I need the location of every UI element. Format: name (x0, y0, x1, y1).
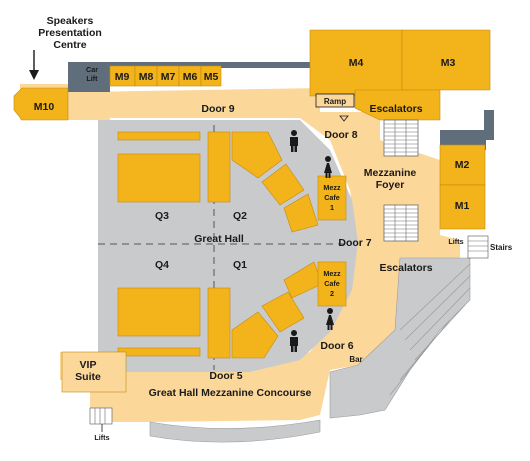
ramp-lines (389, 263, 471, 396)
rooms (13, 29, 491, 393)
label-stairs: Stairs (490, 243, 513, 252)
room-q4-a (117, 287, 201, 337)
label-mezz-cafe-2b: Cafe (324, 279, 340, 288)
label-q2: Q2 (233, 210, 247, 222)
label-great-hall: Great Hall (194, 233, 244, 245)
label-m2: M2 (455, 159, 470, 171)
seating-upper-1 (231, 131, 283, 179)
label-door-7: Door 7 (338, 237, 371, 249)
label-m3: M3 (441, 57, 456, 69)
male-toilet-icon (290, 330, 298, 352)
label-door-5: Door 5 (209, 370, 242, 382)
room-q2-block-a (207, 131, 231, 203)
label-ramp: Ramp (324, 97, 346, 106)
female-toilet-icon (326, 308, 334, 330)
label-lift: Lift (86, 74, 98, 83)
label-m9: M9 (115, 71, 130, 83)
seating-lower-3 (231, 311, 279, 359)
label-m8: M8 (139, 71, 154, 83)
label-lifts-bottom: Lifts (94, 433, 109, 442)
label-speakers-1: Speakers (47, 15, 94, 27)
direction-arrow-icon (29, 50, 39, 80)
label-door-9: Door 9 (201, 103, 234, 115)
label-foyer: Foyer (376, 179, 405, 191)
right-structure (329, 257, 471, 419)
room-q3-b (117, 153, 201, 203)
label-lifts-right: Lifts (448, 237, 463, 246)
room-m3 (401, 29, 491, 91)
seating-lower-2 (261, 291, 305, 333)
label-speakers-3: Centre (53, 39, 86, 51)
label-m10: M10 (34, 101, 55, 113)
label-mezz-cafe-2a: Mezz (323, 269, 341, 278)
label-speakers-2: Presentation (38, 27, 102, 39)
room-m5 (200, 65, 222, 87)
mezz-cafe-1 (317, 175, 347, 221)
label-mezz-cafe-1a: Mezz (323, 183, 341, 192)
label-m1: M1 (455, 200, 470, 212)
label-concourse: Great Hall Mezzanine Concourse (149, 387, 312, 399)
label-door-6: Door 6 (320, 340, 353, 352)
male-toilet-icon (290, 130, 298, 152)
seating-upper-3 (283, 193, 319, 233)
seating-upper-2 (261, 163, 305, 206)
label-m7: M7 (161, 71, 176, 83)
label-mezz-cafe-1b: Cafe (324, 193, 340, 202)
label-vip: VIP (80, 359, 97, 371)
label-m6: M6 (183, 71, 198, 83)
label-escalators-right: Escalators (379, 262, 432, 274)
label-escalators-top: Escalators (369, 103, 422, 115)
ramp-arrow-icon (339, 115, 349, 122)
label-mezz-cafe-2c: 2 (330, 289, 334, 298)
stairs-right (467, 235, 489, 259)
label-m4: M4 (349, 57, 364, 69)
room-q3-a (117, 131, 201, 141)
room-m10 (13, 87, 69, 121)
label-q4: Q4 (155, 259, 169, 271)
escalators (383, 119, 419, 242)
escalator-steps (384, 120, 418, 241)
mezz-cafe-2 (317, 261, 347, 307)
label-bar: Bar (349, 355, 362, 364)
label-q3: Q3 (155, 210, 169, 222)
concourse-arc (149, 419, 321, 443)
stairs-bottom (89, 407, 113, 425)
label-q1: Q1 (233, 259, 247, 271)
label-suite: Suite (75, 371, 101, 383)
label-mezz-cafe-1c: 1 (330, 203, 334, 212)
room-q1-block-a (207, 287, 231, 359)
label-door-8: Door 8 (324, 129, 357, 141)
label-m5: M5 (204, 71, 219, 83)
room-m1 (439, 184, 486, 230)
room-vip-suite (61, 351, 127, 393)
room-q4-b (117, 347, 201, 357)
label-car: Car (86, 65, 98, 74)
female-toilet-icon (324, 156, 332, 178)
label-mezzanine: Mezzanine (364, 167, 417, 179)
ramp-box (315, 93, 355, 108)
